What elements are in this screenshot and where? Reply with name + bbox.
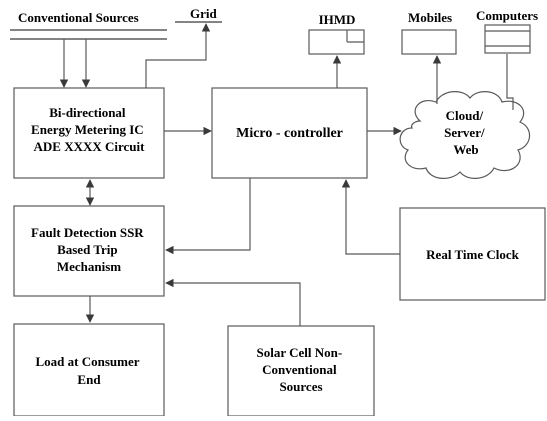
fault-line-2: Based Trip: [57, 242, 118, 257]
metering-line-1: Bi-directional: [49, 105, 126, 120]
load-text: Load at Consumer End: [35, 354, 142, 387]
solar-cell-text: Solar Cell Non- Conventional Sources: [257, 345, 346, 394]
cloud-line-1: Cloud/: [446, 108, 484, 123]
real-time-clock-label: Real Time Clock: [426, 247, 519, 262]
solar-to-fault-arrow: [165, 278, 301, 326]
metering-box: [13, 87, 165, 179]
solar-line-1: Solar Cell Non-: [257, 345, 343, 360]
cloud-shape: [399, 91, 531, 179]
metering-text: Bi-directional Energy Metering IC ADE XX…: [31, 105, 147, 154]
cloud-line-3: Web: [453, 142, 478, 157]
ihmd-label: IHMD: [319, 12, 356, 27]
cloud-to-computers-line: [506, 54, 514, 110]
computer-device-icon: [484, 24, 531, 54]
conventional-sources-label: Conventional Sources: [18, 10, 139, 25]
real-time-clock-box: [399, 207, 546, 301]
mobile-device-icon: [401, 29, 457, 55]
load-line-2: End: [77, 372, 101, 387]
microcontroller-box: [211, 87, 368, 179]
grid-label: Grid: [190, 6, 217, 21]
load-line-1: Load at Consumer: [35, 354, 139, 369]
cloud-line-2: Server/: [444, 125, 485, 140]
computers-label: Computers: [476, 8, 538, 23]
ihmd-device-icon: [308, 29, 365, 55]
solar-line-3: Sources: [279, 379, 322, 394]
solar-line-2: Conventional: [262, 362, 337, 377]
load-box: [13, 323, 165, 417]
fault-line-3: Mechanism: [57, 259, 121, 274]
rtc-to-mcu-arrow: [341, 179, 400, 255]
fault-line-1: Fault Detection SSR: [31, 225, 144, 240]
cloud-text: Cloud/ Server/ Web: [444, 108, 488, 157]
mobiles-label: Mobiles: [408, 10, 452, 25]
microcontroller-label: Micro - controller: [236, 126, 343, 141]
metering-line-2: Energy Metering IC: [31, 122, 144, 137]
mcu-to-fault-arrow: [165, 178, 251, 255]
fault-detection-text: Fault Detection SSR Based Trip Mechanism: [31, 225, 147, 274]
metering-line-3: ADE XXXX Circuit: [34, 139, 146, 154]
fault-detection-box: [13, 205, 165, 297]
grid-connector: [145, 23, 211, 88]
solar-cell-box: [227, 325, 375, 417]
